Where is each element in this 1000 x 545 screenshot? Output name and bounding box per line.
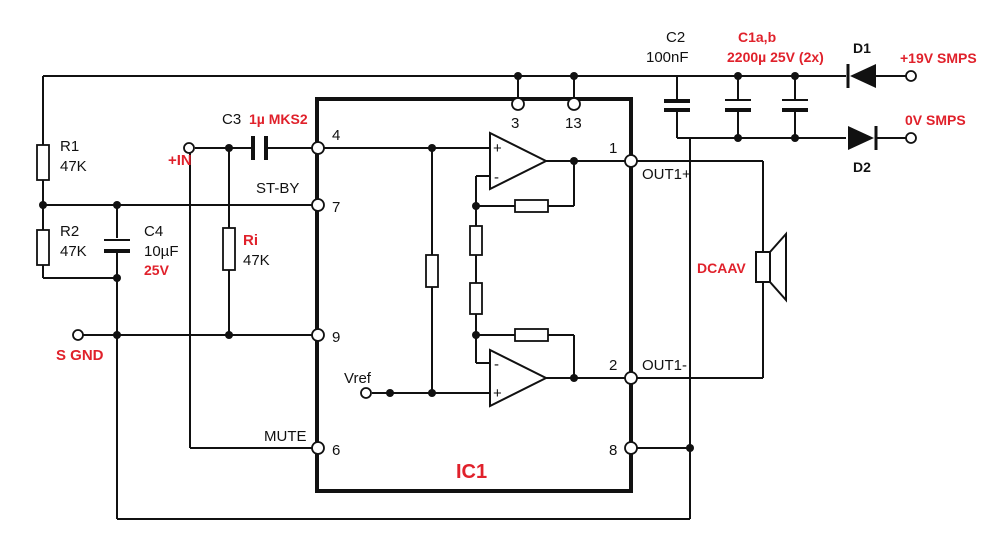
c3-value: 1µ MKS2 <box>249 111 308 127</box>
resistor-internal-input <box>425 254 439 288</box>
net-v-zero: 0V SMPS <box>905 112 966 128</box>
opamp-lower-plus: + <box>493 385 502 402</box>
ri-name: Ri <box>243 232 258 249</box>
pin-4-label: 4 <box>332 127 340 144</box>
ic-pins <box>311 97 638 455</box>
net-v-plus: +19V SMPS <box>900 50 977 66</box>
capacitor-c2 <box>664 99 690 112</box>
resistor-internal-lower <box>469 282 483 315</box>
net-out-minus: OUT1- <box>642 357 687 374</box>
c1-value: 2200µ 25V (2x) <box>727 49 824 65</box>
opamp-lower <box>489 348 549 408</box>
pin-9-label: 9 <box>332 329 340 346</box>
r2-name: R2 <box>60 223 79 240</box>
r1-value: 47K <box>60 158 87 175</box>
net-out-plus: OUT1+ <box>642 166 691 183</box>
resistor-feedback-upper <box>514 199 549 213</box>
opamp-upper-minus: - <box>494 169 499 186</box>
net-plus-in: +IN <box>168 152 192 169</box>
opamp-upper <box>489 131 549 191</box>
pin-7-label: 7 <box>332 199 340 216</box>
r1-name: R1 <box>60 138 79 155</box>
ri-value: 47K <box>243 252 270 269</box>
pin-2-label: 2 <box>609 357 617 374</box>
pin-13-label: 13 <box>565 115 582 132</box>
net-mute: MUTE <box>264 428 307 445</box>
terminals <box>72 70 917 399</box>
pin-8-label: 8 <box>609 442 617 459</box>
c4-voltage: 25V <box>144 262 170 278</box>
c4-name: C4 <box>144 223 163 240</box>
opamp-lower-minus: - <box>494 356 499 373</box>
resistor-r1 <box>36 144 50 181</box>
pin-6-label: 6 <box>332 442 340 459</box>
c3-name: C3 <box>222 111 241 128</box>
ic-name: IC1 <box>456 461 487 483</box>
speaker-name: DCAAV <box>697 260 746 276</box>
resistor-internal-upper <box>469 225 483 256</box>
resistor-ri <box>222 227 236 271</box>
c1-name: C1a,b <box>738 29 776 45</box>
pin-3-label: 3 <box>511 115 519 132</box>
resistor-feedback-lower <box>514 328 549 342</box>
net-vref: Vref <box>344 370 372 387</box>
net-s-gnd: S GND <box>56 347 104 364</box>
c2-name: C2 <box>666 29 685 46</box>
wires <box>42 75 906 520</box>
opamp-upper-plus: + <box>493 140 502 157</box>
speaker-icon <box>755 231 787 303</box>
capacitor-c1b <box>782 99 808 112</box>
pin-1-label: 1 <box>609 140 617 157</box>
d1-name: D1 <box>853 40 871 56</box>
c2-value: 100nF <box>646 49 689 66</box>
capacitor-c3 <box>251 136 268 160</box>
junction-dots <box>39 72 799 452</box>
resistor-r2 <box>36 229 50 266</box>
diode-d1 <box>828 64 876 88</box>
capacitor-c4 <box>104 239 130 253</box>
d2-name: D2 <box>853 159 871 175</box>
capacitor-c1a <box>725 99 751 112</box>
r2-value: 47K <box>60 243 87 260</box>
ic-body <box>315 97 633 493</box>
net-st-by: ST-BY <box>256 180 299 197</box>
c4-value: 10µF <box>144 243 179 260</box>
diode-d2 <box>848 126 878 150</box>
